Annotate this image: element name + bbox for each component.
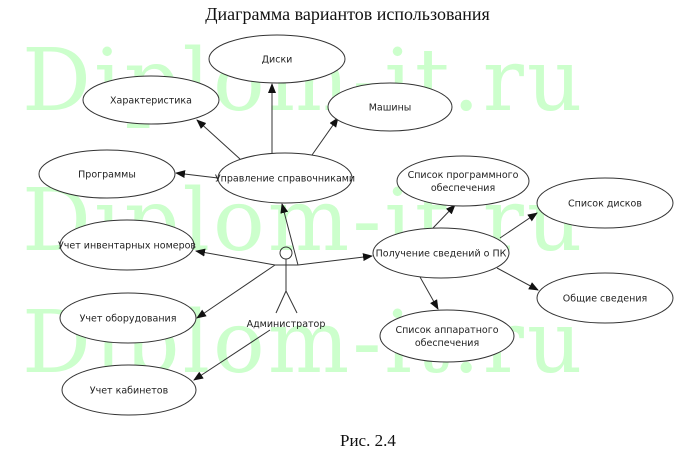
actor-right-leg [285, 290, 298, 314]
use-case-label: обеспечения [431, 183, 495, 194]
use-case-directory-management[interactable]: Управление справочниками [215, 152, 355, 204]
use-case-disk-list[interactable]: Список дисков [536, 177, 674, 229]
use-case-ellipse [536, 272, 674, 324]
use-case-hardware-list[interactable]: Список аппаратного обеспечения [379, 309, 515, 363]
use-case-label: Учет кабинетов [90, 386, 169, 397]
use-case-ellipse [208, 34, 346, 84]
actor-label: Администратор [247, 319, 326, 330]
use-case-ellipse [217, 152, 353, 204]
use-case-label: Машины [369, 103, 412, 114]
use-case-programs[interactable]: Программы [38, 149, 176, 199]
use-case-characteristics[interactable]: Характеристика [82, 75, 220, 125]
use-case-ellipse [396, 155, 530, 207]
use-case-inventory-numbers[interactable]: Учет инвентарных номеров [58, 219, 196, 271]
association-arrow-actor-to-pc-info [297, 253, 373, 266]
diagram-title: Диаграмма вариантов использования [205, 4, 490, 24]
use-case-label: Список аппаратного [395, 325, 498, 336]
association-arrow-actor-to-equipment [196, 264, 276, 319]
use-case-label: Общие сведения [563, 294, 648, 305]
association-arrow-actor-to-rooms [193, 329, 271, 381]
use-case-rooms[interactable]: Учет кабинетов [61, 364, 197, 416]
actor-left-leg [275, 290, 287, 314]
association-arrow-actor-to-directory-management [280, 203, 299, 266]
use-case-label: обеспечения [415, 338, 479, 349]
use-case-general-info[interactable]: Общие сведения [536, 272, 674, 324]
use-case-label: Получение сведений о ПК [376, 249, 507, 260]
association-arrow-actor-to-inventory-numbers [195, 248, 276, 266]
association-arrow-directory-management-to-machines [311, 117, 339, 156]
use-case-ellipse [327, 82, 453, 132]
use-case-label: Учет оборудования [80, 314, 177, 325]
use-case-ellipse [372, 227, 510, 279]
use-case-ellipse [38, 149, 176, 199]
association-arrow-pc-info-to-software-list [432, 204, 456, 229]
use-case-label: Список дисков [568, 199, 642, 210]
actor-head-icon [279, 246, 293, 260]
use-case-ellipse [536, 177, 674, 229]
use-case-ellipse [59, 292, 197, 344]
use-case-label: Учет инвентарных номеров [58, 241, 196, 252]
figure-caption: Рис. 2.4 [340, 431, 396, 450]
use-case-ellipse [61, 364, 197, 416]
use-case-label: Управление справочниками [215, 174, 355, 185]
use-case-ellipse [379, 309, 515, 363]
use-case-label: Характеристика [110, 96, 192, 107]
association-arrow-pc-info-to-general-info [496, 267, 539, 291]
use-case-ellipse [59, 219, 195, 271]
use-case-label: Программы [78, 170, 136, 181]
use-case-label: Диски [262, 55, 293, 66]
use-case-machines[interactable]: Машины [327, 82, 453, 132]
use-case-disks[interactable]: Диски [208, 34, 346, 84]
use-case-ellipse [82, 75, 220, 125]
use-case-equipment[interactable]: Учет оборудования [59, 292, 197, 344]
association-arrow-pc-info-to-disk-list [499, 212, 538, 239]
association-arrow-directory-management-to-characteristics [196, 119, 241, 160]
associations-layer [175, 83, 539, 381]
association-arrow-directory-management-to-programs [175, 170, 219, 179]
use-case-label: Список программного [408, 170, 519, 181]
use-case-pc-info[interactable]: Получение сведений о ПК [372, 227, 510, 279]
actor-administrator[interactable]: Администратор [247, 246, 326, 330]
use-case-software-list[interactable]: Список программного обеспечения [396, 155, 530, 207]
association-arrow-pc-info-to-hardware-list [419, 276, 439, 310]
